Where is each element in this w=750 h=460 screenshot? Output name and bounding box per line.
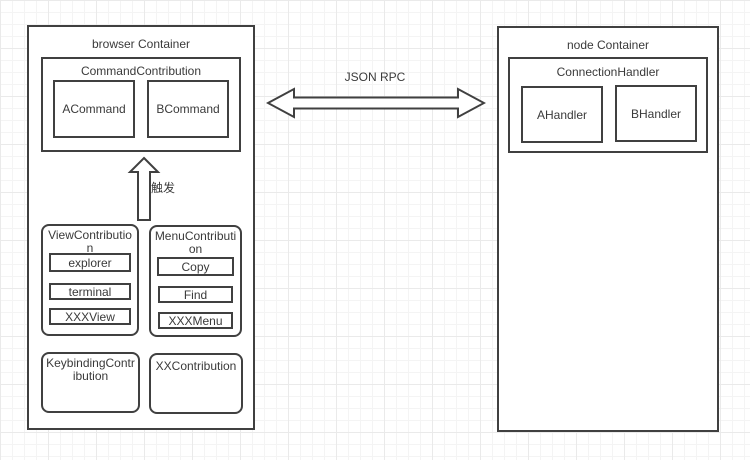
ahandler-box: AHandler: [521, 86, 603, 143]
json-rpc-label: JSON RPC: [344, 70, 406, 84]
view-item-terminal: terminal: [49, 283, 131, 300]
trigger-arrow-label: 触发: [151, 181, 176, 195]
keybinding-contribution-box: KeybindingContr ibution: [41, 352, 140, 413]
node-container-title: node Container: [566, 38, 650, 52]
view-contribution-title: ViewContributio n: [48, 228, 132, 255]
acommand-box: ACommand: [53, 80, 135, 138]
menu-item-find: Find: [158, 286, 233, 303]
connection-handler-box: ConnectionHandler AHandler BHandler: [508, 57, 708, 153]
menu-item-xxxmenu: XXXMenu: [158, 312, 233, 329]
connection-handler-title: ConnectionHandler: [556, 65, 660, 79]
view-contribution-box: ViewContributio n explorer terminal XXXV…: [41, 224, 139, 336]
browser-container-title: browser Container: [91, 37, 191, 51]
xx-contribution-box: XXContribution: [149, 353, 243, 414]
trigger-up-arrow-icon: [127, 156, 161, 221]
view-item-explorer: explorer: [49, 253, 131, 272]
command-contribution-title: CommandContribution: [80, 64, 202, 78]
node-container-box: node Container ConnectionHandler AHandle…: [497, 26, 719, 432]
menu-contribution-title: MenuContributi on: [154, 229, 237, 256]
xx-contribution-title: XXContribution: [155, 359, 237, 373]
bhandler-box: BHandler: [615, 85, 697, 142]
menu-item-copy: Copy: [157, 257, 234, 276]
bcommand-box: BCommand: [147, 80, 229, 138]
view-item-xxxview: XXXView: [49, 308, 131, 325]
menu-contribution-box: MenuContributi on Copy Find XXXMenu: [149, 225, 242, 337]
keybinding-contribution-title: KeybindingContr ibution: [46, 356, 135, 383]
browser-container-box: browser Container CommandContribution AC…: [27, 25, 255, 430]
command-contribution-box: CommandContribution ACommand BCommand: [41, 57, 241, 152]
json-rpc-double-arrow-icon: [266, 87, 486, 119]
